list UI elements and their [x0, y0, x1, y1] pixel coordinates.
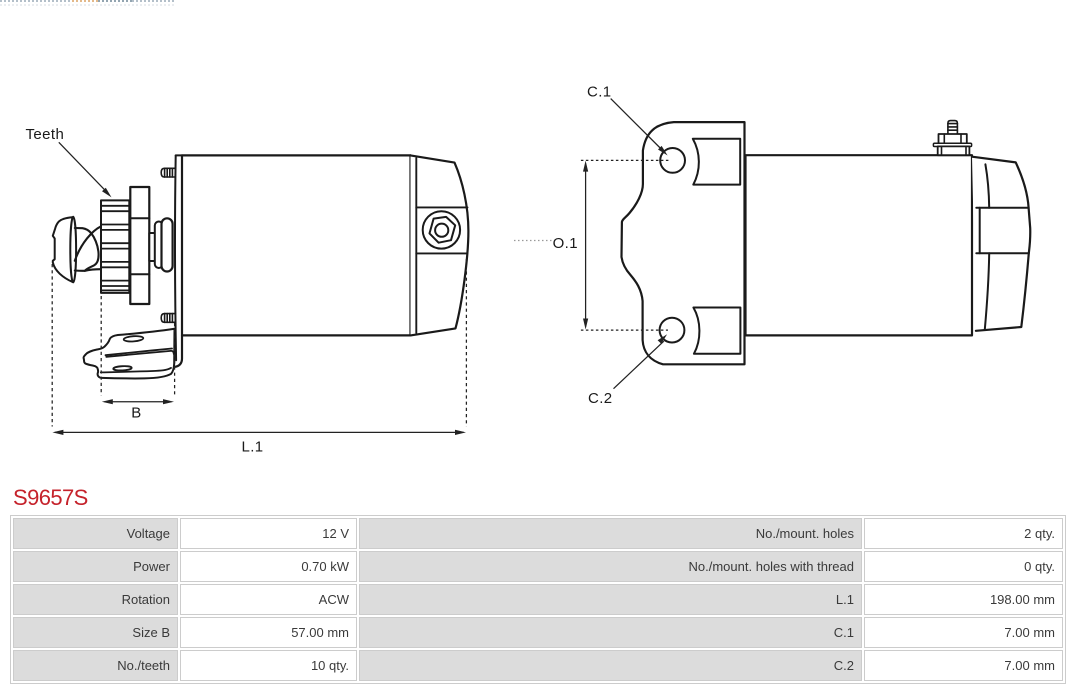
svg-text:C.1: C.1: [587, 84, 612, 101]
svg-text:O.1: O.1: [553, 235, 578, 252]
svg-text:L.1: L.1: [241, 439, 263, 456]
svg-text:Teeth: Teeth: [26, 126, 65, 143]
svg-text:B: B: [131, 405, 141, 422]
svg-text:C.2: C.2: [588, 390, 613, 407]
